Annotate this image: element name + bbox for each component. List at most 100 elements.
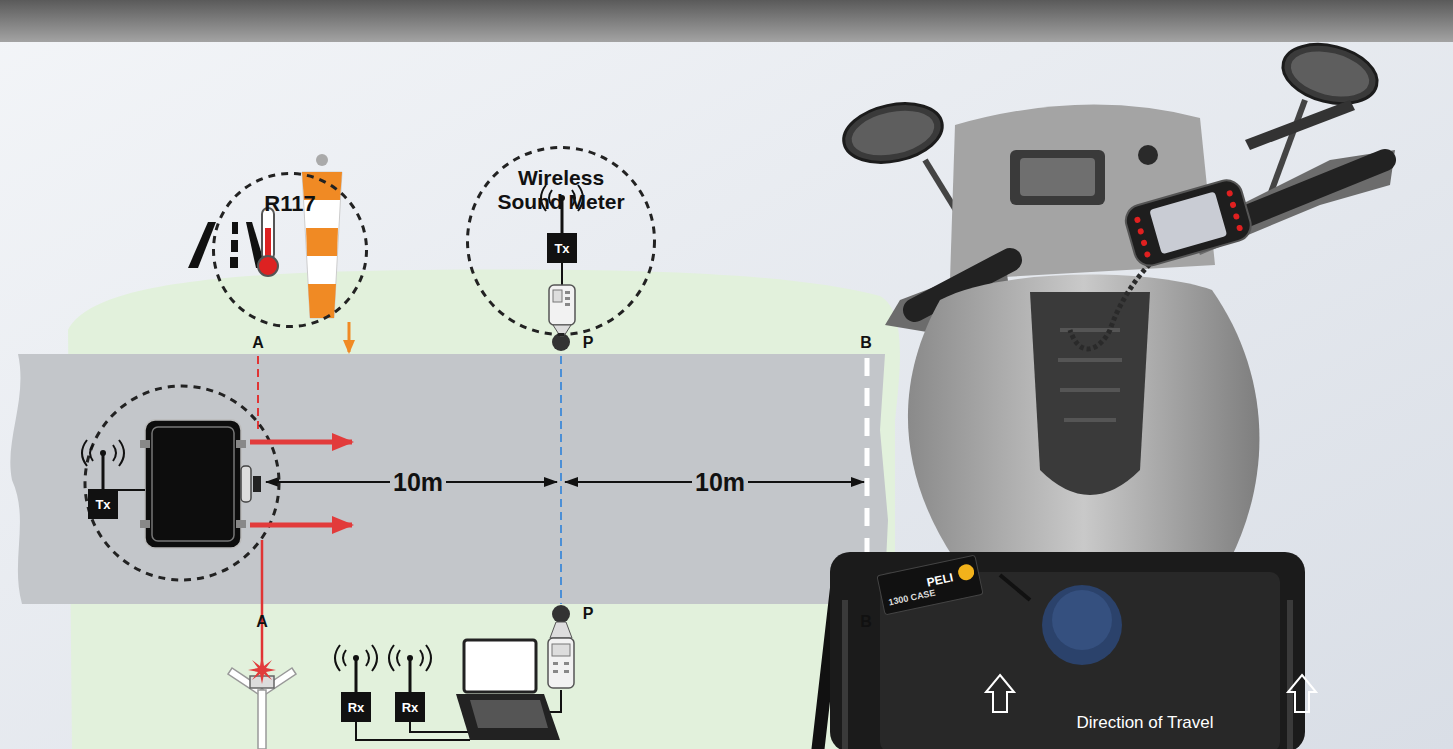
case-rib — [842, 600, 848, 749]
case-latch — [236, 440, 246, 448]
instrument-cluster — [1010, 150, 1105, 205]
antenna-rod — [409, 660, 412, 693]
meter-button — [565, 297, 570, 300]
case-hinge — [140, 520, 150, 528]
case-hinge — [140, 440, 150, 448]
receiver-box: Rx — [341, 692, 371, 722]
data-cable — [356, 690, 561, 740]
line-label: A — [256, 614, 268, 630]
receiver-box: Rx — [395, 692, 425, 722]
timer-body — [1122, 177, 1254, 270]
meter-button — [565, 291, 570, 294]
laser-burst — [248, 656, 276, 684]
timer-led — [1229, 201, 1236, 208]
meter-body — [549, 285, 575, 325]
travel-arrow — [250, 523, 352, 528]
case-callout — [85, 386, 279, 580]
antenna-tip — [100, 450, 106, 456]
dimension-arrow — [446, 481, 557, 483]
tripod-leg — [258, 690, 266, 749]
meter-button — [564, 662, 569, 665]
line-p — [560, 356, 562, 604]
laptop — [456, 640, 560, 740]
gps-antenna — [1042, 585, 1122, 665]
road — [10, 354, 888, 604]
header-bar — [0, 0, 1453, 42]
wire — [561, 262, 563, 285]
meter-screen — [552, 644, 570, 656]
laser-tripod — [228, 656, 296, 749]
dimension-arrow — [748, 481, 864, 483]
transmitter-box: Tx — [547, 233, 577, 263]
timer-led — [1137, 228, 1144, 235]
antenna-cable — [1000, 575, 1030, 600]
antenna — [82, 440, 124, 489]
callout-title: R117 — [225, 192, 355, 217]
antenna-tip — [407, 655, 413, 661]
tank-panel — [1030, 292, 1150, 495]
radio-waves — [82, 440, 124, 466]
gps-antenna-top — [1052, 590, 1112, 650]
dimension: 10m — [393, 470, 443, 495]
timer-led — [1226, 190, 1233, 197]
antenna-tip — [353, 655, 359, 661]
road-edge — [188, 222, 216, 268]
road-dash — [230, 257, 238, 268]
meter-button — [553, 662, 558, 665]
thermometer-icon — [258, 208, 278, 276]
antenna — [389, 645, 431, 693]
laptop-base — [456, 694, 560, 740]
line-a — [257, 356, 259, 430]
laser-beam — [261, 540, 264, 668]
plate — [877, 555, 983, 615]
laser-sensor — [253, 476, 261, 492]
mirror — [838, 95, 947, 171]
tank-ribs — [1058, 330, 1122, 420]
dimension: 10m — [695, 470, 745, 495]
radio-waves — [335, 645, 377, 671]
case-body — [145, 420, 241, 548]
direction-arrow — [1288, 675, 1316, 712]
point-label: P — [583, 335, 594, 351]
instrument-screen — [1020, 158, 1095, 196]
mirror — [1277, 35, 1384, 113]
line-label: B — [860, 614, 872, 630]
line-label: A — [252, 335, 264, 351]
direction-arrow — [986, 675, 1014, 712]
timer-led — [1144, 251, 1151, 258]
case-handle — [241, 466, 251, 502]
road-dash — [231, 240, 238, 252]
case-rib — [1287, 600, 1293, 749]
line-label: B — [860, 335, 872, 351]
antenna-rod — [355, 660, 358, 693]
lap-timer — [1122, 177, 1254, 270]
timer-led — [1140, 239, 1147, 246]
meter-button — [564, 670, 569, 673]
callout-circle: Wireless Sound MeterTx — [466, 146, 656, 336]
case-plate — [877, 555, 983, 615]
dimension-arrow — [565, 481, 692, 483]
travel-arrow — [250, 440, 352, 445]
windsock-pivot — [316, 154, 328, 166]
box-label: Tx — [547, 233, 577, 263]
dashed-circle — [468, 148, 655, 335]
peli-case — [830, 552, 1305, 749]
mirror-glass — [848, 104, 939, 163]
callout-circle: R117 — [212, 172, 368, 328]
road-dash — [232, 222, 238, 234]
windsock-icon — [302, 154, 342, 318]
brake-lever — [1245, 100, 1355, 150]
peli-logo — [957, 563, 976, 582]
callout-title: Wireless Sound Meter — [489, 166, 634, 213]
meter-button — [553, 670, 558, 673]
windsock-stripe — [306, 228, 338, 256]
dimension-arrow — [266, 481, 390, 483]
motorcycle-photo — [818, 35, 1395, 749]
fuel-tank — [908, 275, 1260, 560]
case-lid — [152, 427, 234, 541]
laptop-keyboard — [470, 700, 548, 728]
meter-screen — [553, 290, 562, 302]
case-latch — [236, 520, 246, 528]
